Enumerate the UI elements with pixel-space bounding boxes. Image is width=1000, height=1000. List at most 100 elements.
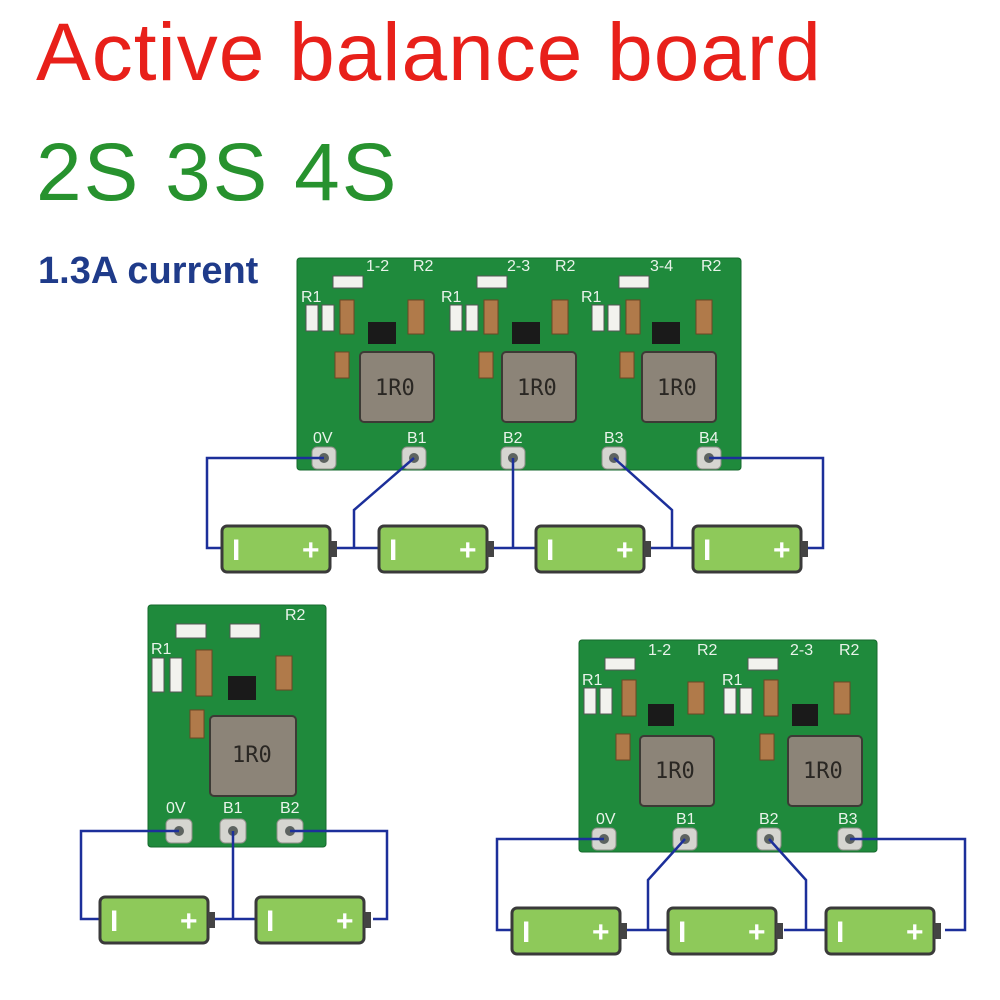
battery-3s-2: I+ <box>666 906 783 956</box>
board-4s: 1R0 1-2 R2 R1 1R0 2-3 R2 R1 <box>296 257 742 471</box>
capacitor <box>551 299 569 335</box>
svg-text:+: + <box>592 916 610 949</box>
svg-text:B3: B3 <box>604 430 624 447</box>
inductor-marking: 1R0 <box>803 759 843 784</box>
balancer-section-1: 1R0 1-2 R2 R1 <box>582 642 718 807</box>
battery-4s-3: I+ <box>534 524 651 574</box>
capacitor <box>687 681 705 715</box>
balancer-label: 1-2 <box>648 642 671 659</box>
balancer-label: 3-4 <box>650 258 673 275</box>
svg-text:B2: B2 <box>759 811 779 828</box>
svg-text:I: I <box>836 916 844 949</box>
r1-label: R1 <box>301 289 322 306</box>
battery-2s-2: I+ <box>254 895 371 945</box>
ic-chip <box>228 676 256 700</box>
r2-label: R2 <box>697 642 718 659</box>
ic-chip <box>652 322 680 344</box>
svg-text:+: + <box>302 534 320 567</box>
battery-2s-1: I+ <box>98 895 215 945</box>
svg-text:I: I <box>678 916 686 949</box>
resistor <box>321 304 335 332</box>
svg-text:+: + <box>459 534 477 567</box>
svg-text:0V: 0V <box>596 811 616 828</box>
inductor <box>359 351 435 423</box>
balancer-label: 2-3 <box>507 258 530 275</box>
capacitor <box>339 299 355 335</box>
capacitor <box>619 351 635 379</box>
r1-label: R1 <box>581 289 602 306</box>
ic-chip <box>368 322 396 344</box>
inductor <box>209 715 297 797</box>
capacitor <box>407 299 425 335</box>
r2-label: R2 <box>555 258 576 275</box>
ic-chip <box>792 704 818 726</box>
capacitor <box>621 679 637 717</box>
capacitor <box>625 299 641 335</box>
inductor <box>639 735 715 807</box>
svg-text:+: + <box>616 534 634 567</box>
capacitor <box>763 679 779 717</box>
inductor-marking: 1R0 <box>657 376 697 401</box>
balancer-section-3: 1R0 3-4 R2 R1 <box>581 258 722 423</box>
terminal-b1: B1 <box>672 811 698 851</box>
balancer-section-2: 1R0 2-3 R2 R1 <box>722 642 863 807</box>
terminal-b2: B2 <box>756 811 782 851</box>
capacitor <box>695 299 713 335</box>
battery-4s-1: I+ <box>220 524 337 574</box>
svg-text:B4: B4 <box>699 430 719 447</box>
capacitor <box>759 733 775 761</box>
battery-3s-3: I+ <box>824 906 941 956</box>
page-title: Active balance board <box>36 7 822 98</box>
battery-3s-1: I+ <box>510 906 627 956</box>
resistor-r2 <box>476 275 508 289</box>
svg-text:+: + <box>773 534 791 567</box>
resistor <box>465 304 479 332</box>
svg-text:B2: B2 <box>503 430 523 447</box>
r2-label: R2 <box>413 258 434 275</box>
svg-text:B1: B1 <box>223 800 243 817</box>
terminal-b1: B1 <box>219 800 247 844</box>
svg-text:I: I <box>232 534 240 567</box>
wiring-4s <box>205 456 825 550</box>
resistor-r1 <box>723 687 737 715</box>
svg-text:I: I <box>522 916 530 949</box>
wiring-3s <box>495 837 967 932</box>
svg-text:I: I <box>546 534 554 567</box>
svg-text:I: I <box>389 534 397 567</box>
terminal-0v: 0V <box>591 811 617 851</box>
capacitor <box>483 299 499 335</box>
svg-text:B1: B1 <box>676 811 696 828</box>
svg-text:B1: B1 <box>407 430 427 447</box>
capacitor <box>615 733 631 761</box>
svg-text:I: I <box>110 905 118 938</box>
svg-text:B2: B2 <box>280 800 300 817</box>
svg-text:+: + <box>748 916 766 949</box>
resistor <box>739 687 753 715</box>
inductor-marking: 1R0 <box>655 759 695 784</box>
resistor <box>607 304 621 332</box>
balancer-label: 2-3 <box>790 642 813 659</box>
inductor-marking: 1R0 <box>517 376 557 401</box>
resistor-r1 <box>591 304 605 332</box>
capacitor <box>195 649 213 697</box>
inductor-marking: 1R0 <box>232 743 272 768</box>
inductor <box>501 351 577 423</box>
balancer-section-2: 1R0 2-3 R2 R1 <box>441 258 577 423</box>
resistor-r1 <box>305 304 319 332</box>
r2-label: R2 <box>701 258 722 275</box>
balancer-section-1: 1R0 1-2 R2 R1 <box>301 258 435 423</box>
balancer-label: 1-2 <box>366 258 389 275</box>
wiring-2s <box>79 829 389 921</box>
resistor-r2 <box>604 657 636 671</box>
battery-4s-2: I+ <box>377 524 494 574</box>
capacitor <box>275 655 293 691</box>
terminal-0v: 0V <box>311 430 337 470</box>
terminal-b4: B4 <box>696 430 722 470</box>
resistor-r2 <box>618 275 650 289</box>
svg-text:I: I <box>703 534 711 567</box>
svg-text:+: + <box>180 905 198 938</box>
r1-label: R1 <box>582 672 603 689</box>
resistor-r2 <box>332 275 364 289</box>
resistor <box>229 623 261 639</box>
